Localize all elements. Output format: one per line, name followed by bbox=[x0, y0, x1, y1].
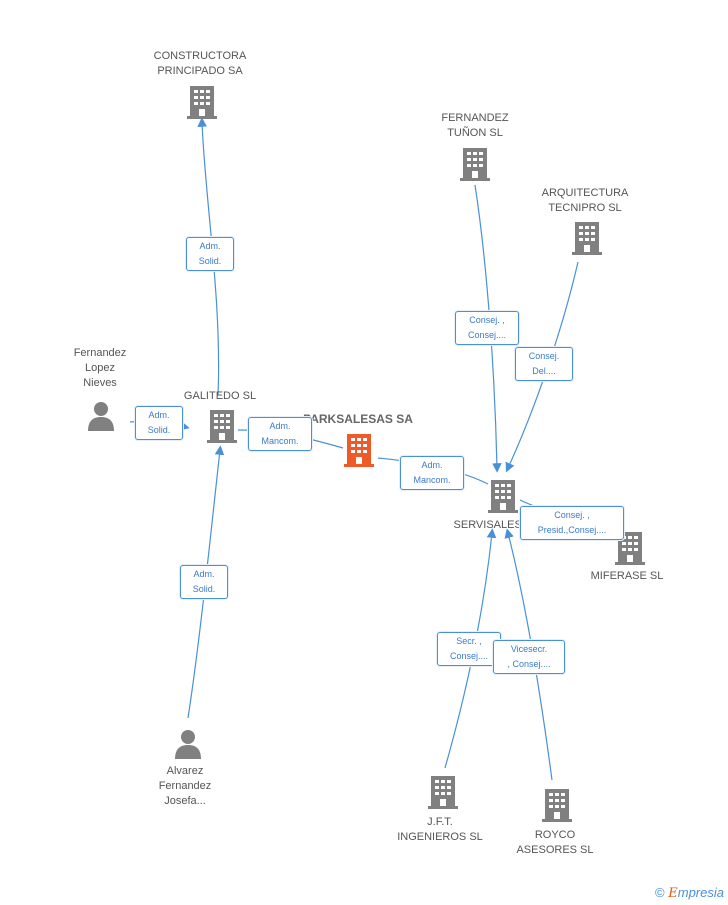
building-icon[interactable] bbox=[186, 84, 218, 120]
empresia-brand[interactable]: © Empresia bbox=[655, 885, 724, 901]
brand-name: mpresia bbox=[677, 885, 724, 900]
node-label-alvarez[interactable]: Alvarez Fernandez Josefa... bbox=[158, 765, 212, 807]
edge-label-royco-servisalesas[interactable]: Vicesecr. , Consej.... bbox=[493, 640, 565, 674]
building-icon[interactable] bbox=[459, 146, 491, 182]
building-icon[interactable] bbox=[427, 774, 459, 810]
edge-label-galitedo-constructora[interactable]: Adm. Solid. bbox=[186, 237, 234, 271]
edge-label-fernandez-lopez-galitedo[interactable]: Adm. Solid. bbox=[135, 406, 183, 440]
edge-label-parksalesas-servisalesas[interactable]: Adm. Mancom. bbox=[400, 456, 464, 490]
node-label-parksalesas[interactable]: PARKSALESAS SA bbox=[303, 412, 413, 426]
node-label-jft[interactable]: J.F.T. INGENIEROS SL bbox=[397, 816, 483, 843]
node-label-miferase[interactable]: MIFERASE SL bbox=[590, 570, 664, 582]
edge-label-tunon-servisalesas[interactable]: Consej. , Consej.... bbox=[455, 311, 519, 345]
main-building-icon[interactable] bbox=[343, 432, 375, 468]
edge-label-arquitectura-servisalesas[interactable]: Consej. Del.... bbox=[515, 347, 573, 381]
building-icon[interactable] bbox=[571, 220, 603, 256]
edge-label-jft-servisalesas[interactable]: Secr. , Consej.... bbox=[437, 632, 501, 666]
edge-label-alvarez-galitedo[interactable]: Adm. Solid. bbox=[180, 565, 228, 599]
copyright-symbol: © bbox=[655, 885, 665, 900]
person-icon[interactable] bbox=[173, 728, 203, 760]
brand-initial: E bbox=[668, 886, 678, 901]
building-icon[interactable] bbox=[206, 408, 238, 444]
node-label-royco[interactable]: ROYCO ASESORES SL bbox=[516, 829, 594, 856]
node-label-arquitectura[interactable]: ARQUITECTURA TECNIPRO SL bbox=[541, 187, 629, 214]
edge-label-galitedo-parksalesas[interactable]: Adm. Mancom. bbox=[248, 417, 312, 451]
edge-label-miferase-servisalesas[interactable]: Consej. , Presid.,Consej.... bbox=[520, 506, 624, 540]
building-icon[interactable] bbox=[541, 787, 573, 823]
node-label-fernandez-lopez[interactable]: Fernandez Lopez Nieves bbox=[73, 347, 127, 389]
node-label-fernandez-tunon[interactable]: FERNANDEZ TUÑON SL bbox=[441, 112, 509, 139]
node-label-servisalesas[interactable]: SERVISALESAS bbox=[453, 519, 537, 531]
building-icon[interactable] bbox=[487, 478, 519, 514]
node-label-constructora[interactable]: CONSTRUCTORA PRINCIPADO SA bbox=[153, 50, 247, 77]
node-label-galitedo[interactable]: GALITEDO SL bbox=[183, 390, 257, 402]
person-icon[interactable] bbox=[86, 400, 116, 432]
